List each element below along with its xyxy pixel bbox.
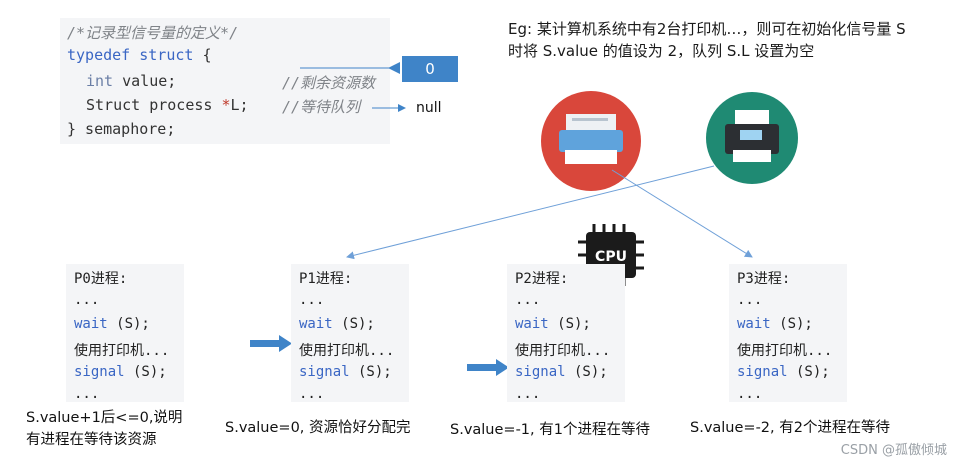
process-wait-line: wait (S); <box>515 316 591 332</box>
process-use-printer: 使用打印机... <box>74 343 170 359</box>
process-box-p1: P1进程: ... wait (S); 使用打印机... signal (S);… <box>291 264 409 402</box>
signal-keyword: signal <box>74 364 125 380</box>
caption-p3: S.value=-2, 有2个进程在等待 <box>690 420 890 436</box>
process-use-printer: 使用打印机... <box>299 343 395 359</box>
caption-p0-line2: 有进程在等待该资源 <box>26 432 157 448</box>
process-ellipsis-end: ... <box>74 386 100 402</box>
code-value-line: int value; <box>86 72 176 90</box>
process-signal-line: signal (S); <box>74 364 167 380</box>
caption-p1: S.value=0, 资源恰好分配完 <box>225 420 411 436</box>
typedef-brace: { <box>193 46 212 64</box>
signal-arg: (S); <box>787 364 830 380</box>
printer-red-icon <box>541 91 641 191</box>
wait-keyword: wait <box>299 316 333 332</box>
pointer-star: * <box>221 96 231 114</box>
wait-keyword: wait <box>737 316 771 332</box>
process-ellipsis-end: ... <box>299 386 325 402</box>
semaphore-code-block: /*记录型信号量的定义*/ typedef struct { int value… <box>60 18 390 144</box>
null-label: null <box>416 100 442 116</box>
arrow-printer2-to-p1 <box>346 165 715 260</box>
signal-keyword: signal <box>737 364 788 380</box>
example-text: Eg: 某计算机系统中有2台打印机…，则可在初始化信号量 S 时将 S.valu… <box>508 20 906 60</box>
arrow-printer1-to-p3 <box>611 169 753 258</box>
process-ellipsis-end: ... <box>515 386 541 402</box>
wait-arg: (S); <box>548 316 591 332</box>
process-ellipsis: ... <box>515 292 541 308</box>
value-box: 0 <box>402 56 458 82</box>
process-box-p0: P0进程: ... wait (S); 使用打印机... signal (S);… <box>66 264 184 402</box>
wait-arg: (S); <box>332 316 375 332</box>
process-box-p2: P2进程: ... wait (S); 使用打印机... signal (S);… <box>507 264 625 402</box>
code-closing-line: } semaphore; <box>67 120 176 138</box>
process-title: P2进程: <box>515 271 569 287</box>
process-wait-line: wait (S); <box>299 316 375 332</box>
process-signal-line: signal (S); <box>299 364 392 380</box>
caption-p2: S.value=-1, 有1个进程在等待 <box>450 422 650 438</box>
code-typedef-line: typedef struct { <box>67 46 212 64</box>
typedef-keyword: typedef struct <box>67 46 194 64</box>
code-comment-title: /*记录型信号量的定义*/ <box>67 24 239 42</box>
code-queue-line: Struct process *L; <box>86 96 249 114</box>
caption-p0-line1: S.value+1后<=0,说明 <box>26 410 183 426</box>
queue-field: L; <box>230 96 249 114</box>
process-ellipsis: ... <box>299 292 325 308</box>
printer-green-icon <box>706 92 798 184</box>
signal-keyword: signal <box>299 364 350 380</box>
signal-arg: (S); <box>349 364 392 380</box>
signal-arg: (S); <box>124 364 167 380</box>
process-title: P3进程: <box>737 271 791 287</box>
signal-keyword: signal <box>515 364 566 380</box>
watermark: CSDN @孤傲倾城 <box>840 443 947 458</box>
comment-wait-queue: //等待队列 <box>282 98 361 116</box>
process-wait-line: wait (S); <box>737 316 813 332</box>
wait-keyword: wait <box>74 316 108 332</box>
process-use-printer: 使用打印机... <box>515 343 611 359</box>
process-ellipsis: ... <box>74 292 100 308</box>
signal-arg: (S); <box>565 364 608 380</box>
process-signal-line: signal (S); <box>515 364 608 380</box>
process-ellipsis-end: ... <box>737 386 763 402</box>
comment-remaining-resources: //剩余资源数 <box>282 74 376 92</box>
value-callout-pointer <box>388 62 400 74</box>
process-box-p3: P3进程: ... wait (S); 使用打印机... signal (S);… <box>729 264 847 402</box>
process-title: P1进程: <box>299 271 353 287</box>
int-keyword: int <box>86 72 114 90</box>
wait-keyword: wait <box>515 316 549 332</box>
null-arrow-head <box>398 104 406 112</box>
process-type: Struct process <box>86 96 222 114</box>
value-field: value; <box>113 72 177 90</box>
wait-arg: (S); <box>770 316 813 332</box>
process-title: P0进程: <box>74 271 128 287</box>
wait-arg: (S); <box>107 316 150 332</box>
process-signal-line: signal (S); <box>737 364 830 380</box>
pointer-arrow-p1 <box>250 335 292 352</box>
process-use-printer: 使用打印机... <box>737 343 833 359</box>
cpu-label: CPU <box>595 249 627 265</box>
pointer-arrow-p2 <box>467 359 509 376</box>
process-wait-line: wait (S); <box>74 316 150 332</box>
process-ellipsis: ... <box>737 292 763 308</box>
